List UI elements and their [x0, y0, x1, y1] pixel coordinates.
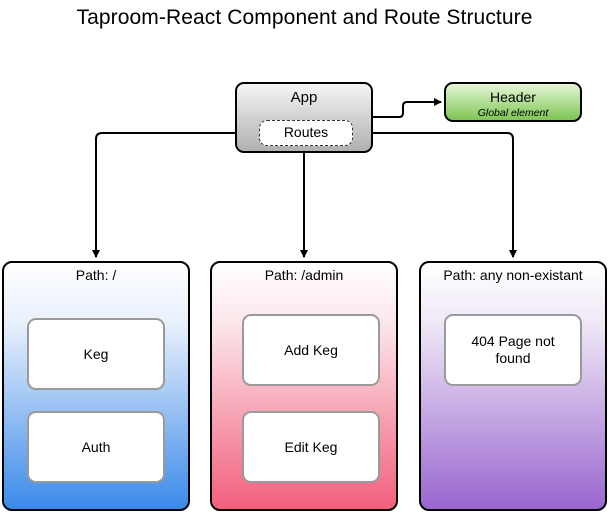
header-sublabel: Global element	[477, 107, 549, 119]
header-node: Header Global element	[444, 82, 582, 122]
diagram-title: Taproom-React Component and Route Struct…	[76, 6, 533, 29]
app-label: App	[290, 89, 318, 106]
panel-path-admin: Path: /admin Add Keg Edit Keg	[210, 261, 398, 511]
component-add-keg: Add Keg	[242, 314, 380, 386]
header-label: Header	[490, 89, 536, 105]
component-edit-keg: Edit Keg	[242, 411, 380, 483]
app-node: App Routes	[235, 82, 373, 153]
component-404-page: 404 Page not found	[444, 314, 582, 386]
panel-path-notfound: Path: any non-existant 404 Page not foun…	[419, 261, 607, 511]
component-auth: Auth	[27, 411, 165, 483]
edge-routes-to-root	[92, 132, 257, 258]
panel-path-root: Path: / Keg Auth	[2, 261, 190, 511]
edge-app-to-header	[373, 98, 442, 118]
panel-title: Path: /	[75, 267, 117, 283]
routes-node: Routes	[259, 120, 353, 146]
panel-title: Path: /admin	[264, 267, 344, 283]
component-keg: Keg	[27, 318, 165, 390]
edge-routes-to-notfound	[351, 132, 517, 258]
panel-title: Path: any non-existant	[443, 267, 583, 283]
